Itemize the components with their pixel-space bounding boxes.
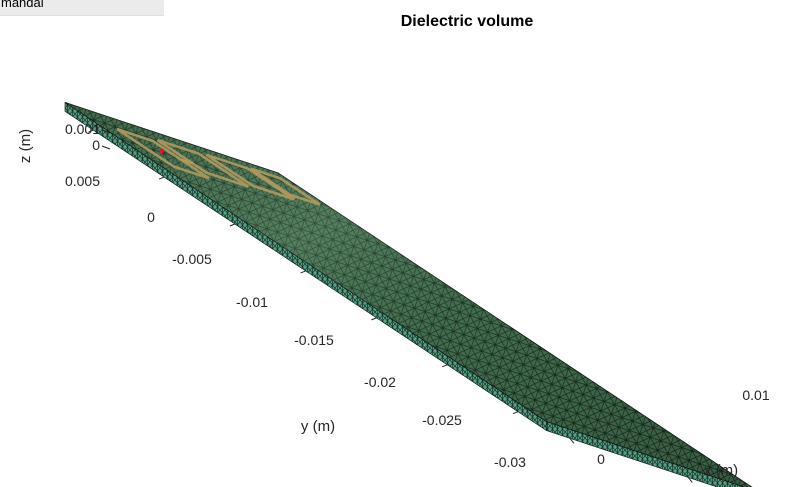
x-tick [569,438,575,444]
tick-label: -0.03 [494,454,526,470]
tick-label: 0.005 [65,173,100,189]
axes: 0 -0.005 -0.01 -0.015 -0.02 -0.025 -0.03 0 0.01 0… [17,121,770,483]
y-axis-label: y (m) [301,418,335,435]
tick-label: -0.025 [422,412,462,428]
dielectric-slab [64,101,753,487]
slab-side-left [64,101,547,432]
y-tick [229,223,236,227]
z-tick [101,129,111,134]
slab-top-shading [65,102,752,487]
metal-loop [156,138,249,188]
y-tick [88,129,94,133]
metal-loop [205,153,296,201]
feed-point [159,148,165,154]
y-tick [300,270,306,274]
x-axis-label: x (m) [704,462,738,479]
chart-title: Dielectric volume [401,13,534,30]
z-axis-label: z (m) [17,129,34,163]
y-tick [371,317,377,321]
tick-label: -0.02 [364,374,396,390]
y-tick [441,364,448,368]
metal-loop [116,127,210,180]
y-tick [158,176,165,180]
tick-label: -0.005 [172,251,212,267]
tick-label: -0.015 [294,332,334,348]
y-tick [512,411,519,415]
tick-label: 0 [597,451,605,467]
tick-label: 0 [92,137,100,153]
metal-trace [180,158,194,165]
window-menu-tab-label: mandal [1,0,44,10]
tick-label: -0.01 [236,294,268,310]
x-tick [687,477,693,483]
metal-loop [250,167,321,206]
window-menu-tab[interactable]: mandal [0,0,164,16]
tick-label: 0.01 [742,387,769,403]
tick-label: 0.001 [65,121,100,137]
metal-strips [116,127,321,206]
z-tick [101,145,111,150]
tick-label: 0 [147,209,155,225]
